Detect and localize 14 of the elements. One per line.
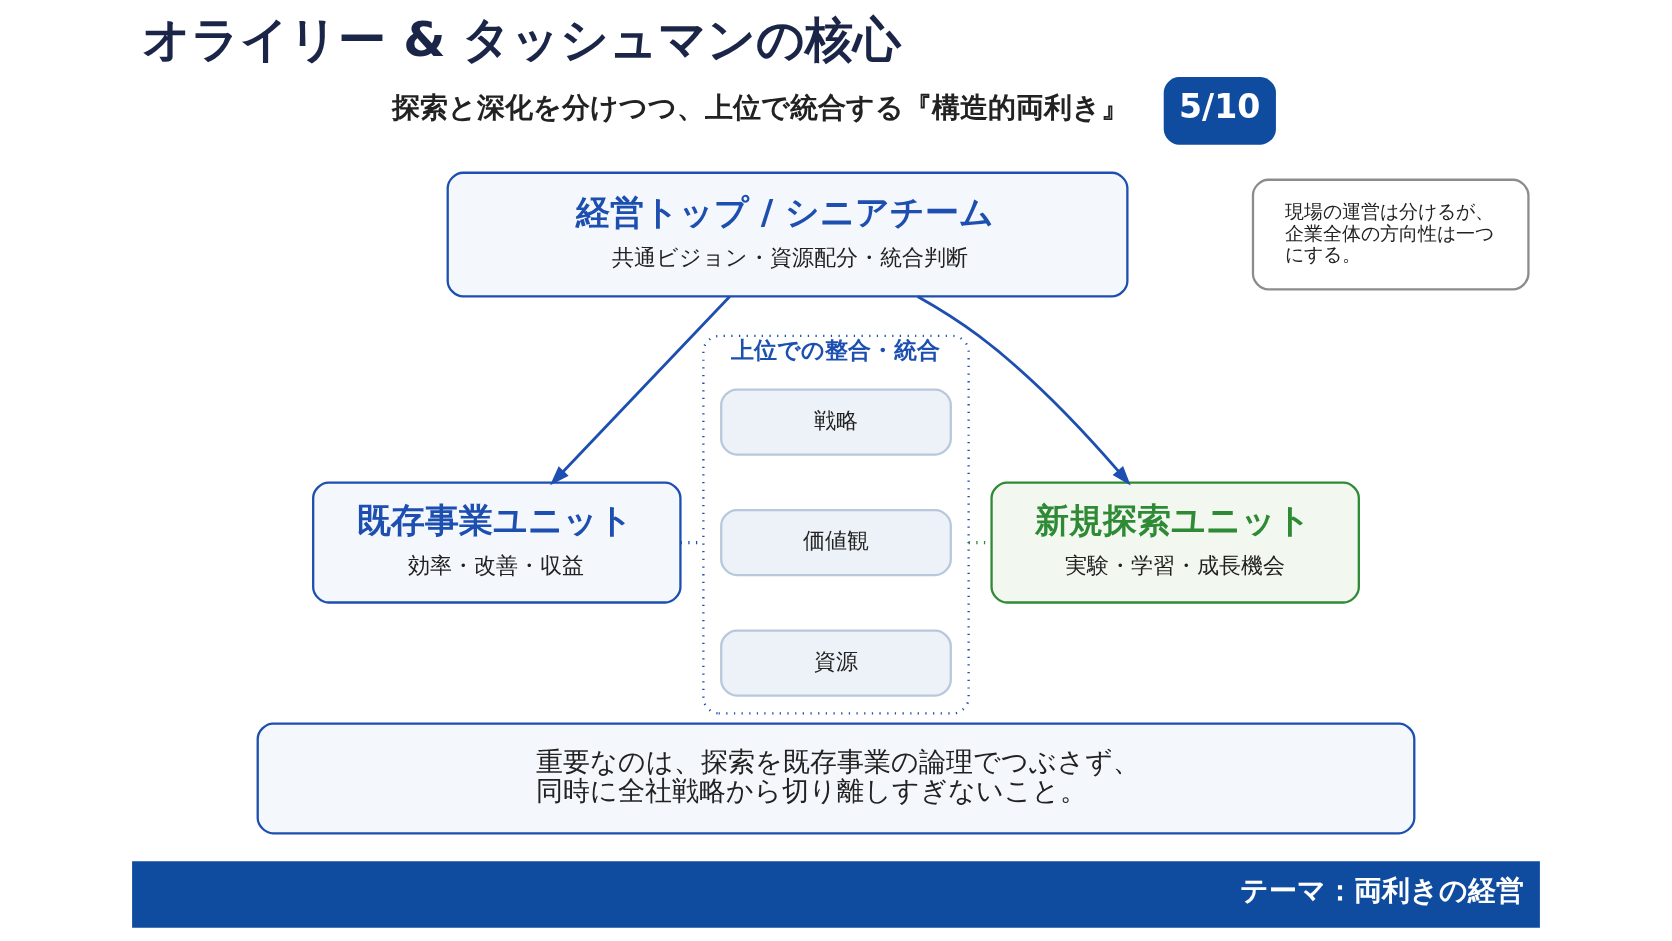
label: 5/10 <box>1179 87 1261 127</box>
node-box: 資源 <box>720 629 952 697</box>
node-box: 既存事業ユニット 効率・改善・収益 <box>312 481 682 604</box>
node-box: 経営トップ / シニアチーム 共通ビジョン・資源配分・統合判断 <box>446 171 1129 298</box>
arrow <box>550 295 731 486</box>
label: 探索と深化を分けつつ、上位で統合する『構造的両利き』 <box>391 90 1129 124</box>
node-box: 現場の運営は分けるが、企業全体の方向性は一つにする。 <box>1251 178 1530 291</box>
node-box: 重要なのは、探索を既存事業の論理でつぶさず、同時に全社戦略から切り離しすぎないこと。 <box>256 722 1416 835</box>
diagram-title: オライリー & タッシュマンの核心 <box>142 10 902 67</box>
node-box: 新規探索ユニット 実験・学習・成長機会 <box>990 481 1360 604</box>
node-box: 価値観 <box>720 508 952 577</box>
arrow <box>916 295 1131 486</box>
node-box: 戦略 <box>720 388 952 456</box>
label: テーマ：両利きの経営 <box>1240 874 1525 908</box>
